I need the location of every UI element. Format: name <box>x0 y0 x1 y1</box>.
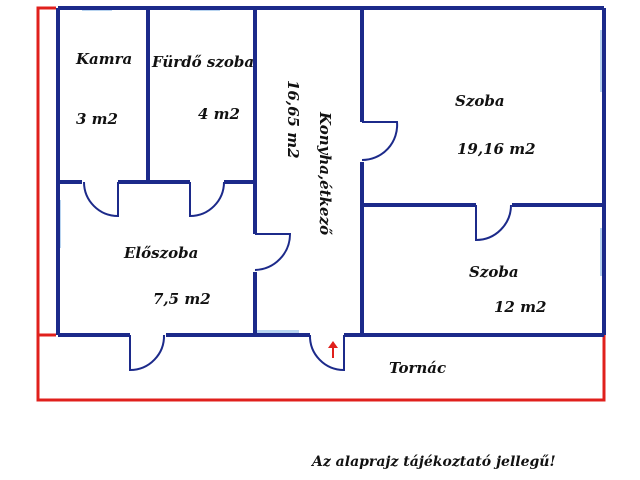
szoba2-area: 12 m2 <box>494 298 546 316</box>
door-entrance <box>129 334 166 372</box>
door-konyha-porch <box>308 334 345 372</box>
eloszoba-label: Előszoba <box>123 244 198 262</box>
furdo-area: 4 m2 <box>198 105 240 123</box>
walls <box>56 6 606 337</box>
szoba1-area: 19,16 m2 <box>457 140 536 158</box>
outer-outline <box>36 6 606 402</box>
konyha-label: Konyha,étkező <box>316 111 334 235</box>
szoba2-label: Szoba <box>469 263 519 281</box>
tornac-label: Tornác <box>389 359 446 377</box>
kamra-area: 3 m2 <box>76 110 118 128</box>
szoba1-label: Szoba <box>455 92 505 110</box>
door-szoba2 <box>475 204 512 242</box>
doors <box>83 121 512 372</box>
door-furdo <box>189 181 225 218</box>
entrance-arrow-icon <box>328 341 338 358</box>
door-szoba1 <box>361 121 399 162</box>
door-kamra <box>83 181 119 218</box>
door-eloszoba-konyha <box>254 233 292 271</box>
kamra-label: Kamra <box>75 50 132 68</box>
disclaimer-note: Az alaprajz tájékoztató jellegű! <box>310 454 556 470</box>
konyha-area: 16,65 m2 <box>284 80 302 159</box>
eloszoba-area: 7,5 m2 <box>153 290 211 308</box>
furdo-label: Fürdő szoba <box>151 53 254 71</box>
